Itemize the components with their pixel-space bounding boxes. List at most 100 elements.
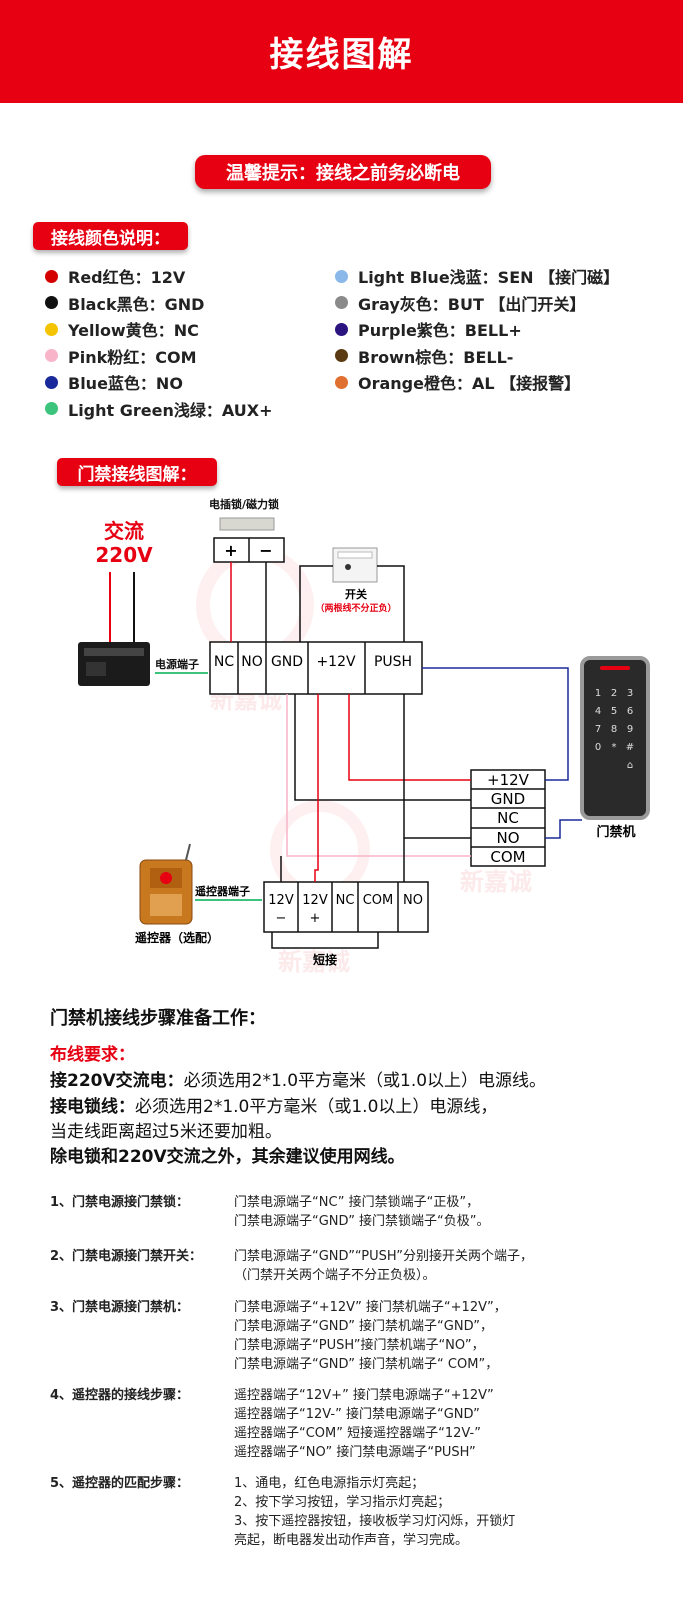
step-line: （门禁开关两个端子不分正负极）。 bbox=[234, 1268, 436, 1283]
page-title: 接线图解 bbox=[269, 35, 414, 75]
color-dot-icon bbox=[45, 296, 58, 309]
prep-title: 门禁机接线步骤准备工作： bbox=[50, 1008, 266, 1029]
power-terminal-no: NO bbox=[241, 654, 263, 670]
remote-terminal-label: 遥控器端子 bbox=[195, 884, 250, 898]
legend-item: Orange橙色：AL 【接报警】 bbox=[335, 370, 580, 394]
remote-label: 遥控器（选配） bbox=[135, 930, 219, 945]
lock-minus: − bbox=[259, 541, 272, 560]
step-line: 门禁电源端子“PUSH”接门禁机端子“NO”， bbox=[234, 1338, 485, 1353]
requirement-text: 当走线距离超过5米还要加粗。 bbox=[50, 1122, 282, 1142]
color-dot-icon bbox=[335, 322, 348, 336]
step-line: 门禁电源端子“NC” 接门禁锁端子“正极”， bbox=[234, 1195, 480, 1210]
step-line: 遥控器端子“12V+” 接门禁电源端子“+12V” bbox=[234, 1388, 494, 1403]
watermark: 新嘉诚 bbox=[278, 948, 350, 976]
color-dot-icon bbox=[335, 296, 348, 309]
step-line: 门禁电源端子“GND” 接门禁锁端子“负极”。 bbox=[234, 1214, 490, 1229]
power-terminal-push: PUSH bbox=[374, 654, 412, 670]
legend-label: Black黑色：GND bbox=[68, 294, 205, 314]
keypad-key: 8 bbox=[611, 724, 617, 735]
step-heading: 3、门禁电源接门禁机： bbox=[50, 1300, 190, 1315]
wire-push-no bbox=[403, 694, 471, 839]
color-dot-icon bbox=[335, 375, 348, 389]
color-dot-icon bbox=[45, 375, 58, 389]
color-dot-icon bbox=[45, 269, 58, 283]
keypad-key: 1 bbox=[595, 688, 601, 699]
wire-gnd-com bbox=[286, 694, 471, 857]
remote-sign-plus: + bbox=[310, 911, 321, 926]
legend-label: Gray灰色：BUT 【出门开关】 bbox=[358, 294, 586, 314]
legend-label: Brown棕色：BELL- bbox=[358, 347, 514, 367]
remote-terminal-com: COM bbox=[363, 893, 394, 908]
legend-label: Orange橙色：AL 【接报警】 bbox=[358, 374, 581, 393]
color-dot-icon bbox=[335, 349, 348, 362]
step-line: 亮起，断电器发出动作声音，学习完成。 bbox=[234, 1533, 469, 1548]
remote-control bbox=[139, 843, 193, 925]
step-line: 门禁电源端子“GND”“PUSH”分别接开关两个端子， bbox=[234, 1249, 533, 1264]
wire-12v-red bbox=[348, 694, 471, 781]
color-dot-icon bbox=[335, 269, 348, 283]
short-label: 短接 bbox=[313, 952, 337, 967]
legend-label: Light Green浅绿：AUX+ bbox=[68, 400, 273, 420]
remote-terminal-12v-plus: 12V bbox=[302, 893, 328, 908]
legend-item: Light Blue浅蓝：SEN 【接门磁】 bbox=[335, 264, 619, 288]
legend-item: Blue蓝色：NO bbox=[45, 370, 183, 394]
legend-item: Gray灰色：BUT 【出门开关】 bbox=[335, 291, 585, 315]
remote-sign-minus: − bbox=[276, 911, 287, 926]
step-line: 遥控器端子“COM” 短接遥控器端子“12V-” bbox=[234, 1426, 481, 1441]
requirement-line: 接电锁线：必须选用2*1.0平方毫米（或1.0以上）电源线， bbox=[50, 1092, 497, 1117]
ac-label-top: 交流 bbox=[104, 519, 144, 543]
bell-icon: ⌂ bbox=[627, 760, 633, 771]
wire-blue-bottom bbox=[545, 819, 582, 839]
requirement-line: 当走线距离超过5米还要加粗。 bbox=[50, 1117, 282, 1142]
watermark: 新嘉诚 bbox=[460, 868, 532, 896]
reader-terminal-block: +12V GND NC NO COM bbox=[470, 769, 546, 867]
section-title-diagram: 门禁接线图解： bbox=[57, 458, 217, 486]
color-dot-icon bbox=[45, 402, 58, 415]
switch-note: （两根线不分正负） bbox=[315, 602, 396, 614]
remote-terminal-block: 12V 12V NC COM NO − + bbox=[263, 881, 429, 933]
lock-plus: + bbox=[224, 541, 237, 560]
wiring-diagram: 新嘉诚 新嘉诚 新嘉诚 交流 220V 电源端子 电插锁/磁力锁 + − 开关 … bbox=[78, 497, 650, 976]
keypad-key: 2 bbox=[611, 688, 617, 699]
legend-item: Red红色：12V bbox=[45, 264, 185, 288]
reader-label: 门禁机 bbox=[596, 824, 635, 840]
requirement-text: 必须选用2*1.0平方毫米（或1.0以上）电源线。 bbox=[183, 1071, 547, 1091]
remote-terminal-nc: NC bbox=[336, 893, 355, 908]
lock-body bbox=[219, 517, 275, 531]
legend-item: Brown棕色：BELL- bbox=[335, 344, 513, 368]
req-title: 布线要求： bbox=[50, 1045, 135, 1065]
step-line: 1、通电，红色电源指示灯亮起； bbox=[234, 1476, 425, 1491]
warning-badge: 温馨提示：接线之前务必断电 bbox=[195, 155, 491, 189]
reader-terminal-com: COM bbox=[490, 848, 525, 866]
wire-remote-12v-plus bbox=[314, 694, 319, 882]
remote-terminal-12v-minus: 12V bbox=[268, 893, 294, 908]
step-line: 门禁电源端子“+12V” 接门禁机端子“+12V”， bbox=[234, 1300, 507, 1315]
keypad-key: 0 bbox=[595, 742, 601, 753]
reader-terminal-gnd: GND bbox=[491, 790, 525, 808]
step-line: 遥控器端子“NO” 接门禁电源端子“PUSH” bbox=[234, 1445, 476, 1460]
legend-label: Red红色：12V bbox=[68, 268, 186, 287]
legend-label: Purple紫色：BELL+ bbox=[358, 321, 522, 340]
watermark-swirl bbox=[270, 800, 370, 900]
lock-label: 电插锁/磁力锁 bbox=[209, 497, 279, 511]
keypad-key: 7 bbox=[595, 724, 601, 735]
legend-item: Pink粉红：COM bbox=[45, 344, 197, 368]
reader-terminal-no: NO bbox=[496, 829, 519, 847]
step-line: 3、按下遥控器按钮，接收板学习灯闪烁，开锁灯 bbox=[234, 1514, 516, 1529]
requirement-line: 除电锁和220V交流之外，其余建议使用网线。 bbox=[50, 1142, 405, 1167]
requirement-bold: 除电锁和220V交流之外，其余建议使用网线。 bbox=[50, 1147, 405, 1167]
step-heading: 2、门禁电源接门禁开关： bbox=[50, 1249, 203, 1264]
wire-gnd-black bbox=[294, 694, 471, 801]
step-line: 遥控器端子“12V-” 接门禁电源端子“GND” bbox=[234, 1407, 480, 1422]
step-line: 门禁电源端子“GND” 接门禁机端子“GND”， bbox=[234, 1319, 493, 1334]
legend-item: Yellow黄色：NC bbox=[45, 317, 199, 341]
requirement-bold: 接220V交流电： bbox=[50, 1071, 184, 1091]
legend-item: Black黑色：GND bbox=[45, 291, 204, 315]
reader-terminal-nc: NC bbox=[497, 809, 519, 827]
legend-label: Yellow黄色：NC bbox=[68, 321, 199, 340]
legend-item: Purple紫色：BELL+ bbox=[335, 317, 522, 341]
wire-switch-gnd bbox=[299, 565, 333, 642]
color-dot-icon bbox=[45, 349, 58, 362]
reader-terminal-12v: +12V bbox=[487, 771, 530, 789]
